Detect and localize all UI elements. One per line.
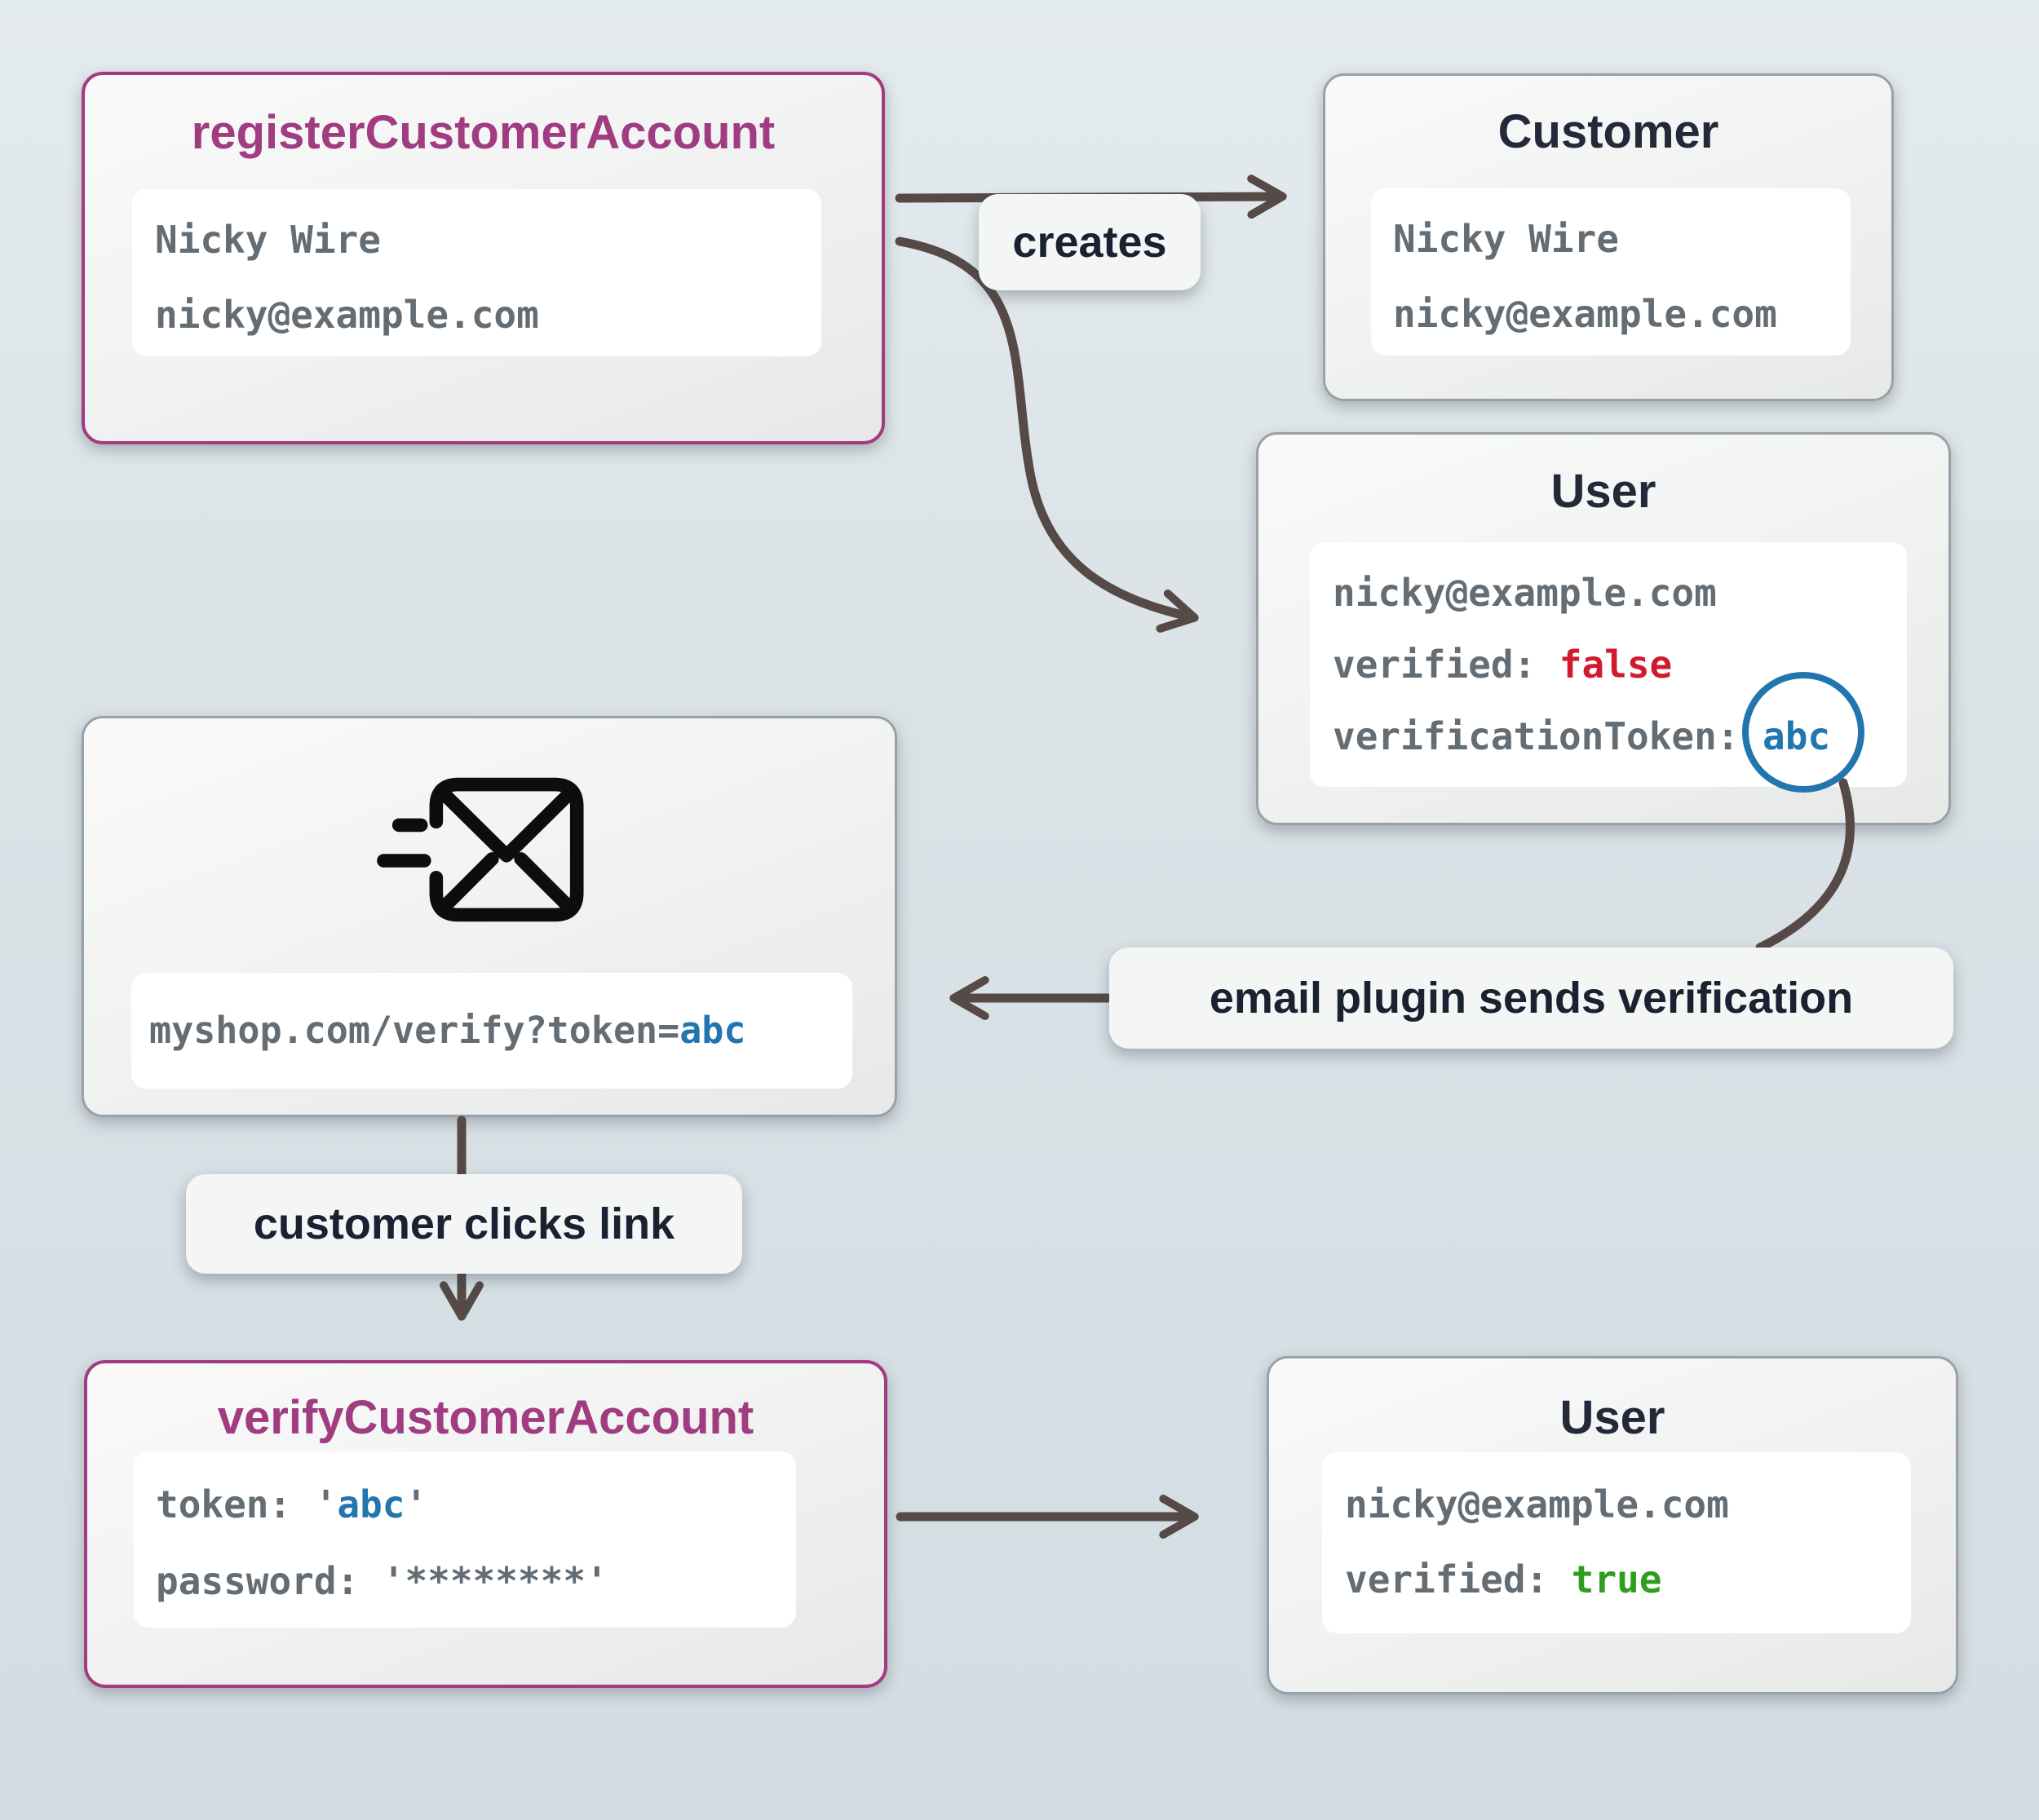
customer-email-value: nicky@example.com (1393, 292, 1777, 336)
register-to-user-arrow (895, 236, 1199, 633)
token-label: token: (156, 1482, 292, 1526)
user-email-value: nicky@example.com (1345, 1482, 1729, 1526)
register-box-payload: Nicky Wire nicky@example.com (132, 189, 821, 356)
verification-url-prefix: myshop.com/verify?token= (149, 1009, 680, 1052)
password-value: '********' (382, 1559, 608, 1603)
customer-name-value: Nicky Wire (1393, 217, 1619, 261)
user-verified-row: verified: true (1345, 1542, 1911, 1617)
customer-clicks-label: customer clicks link (186, 1174, 742, 1274)
verification-token-label: verificationToken: (1333, 714, 1740, 758)
customer-email-value: nicky@example.com (155, 293, 539, 337)
verified-label: verified: (1333, 643, 1537, 687)
user-verified-payload: nicky@example.com verified: true (1322, 1452, 1911, 1633)
customer-entity-box: Customer Nicky Wire nicky@example.com (1323, 73, 1894, 401)
user-box-title: User (1559, 1391, 1665, 1444)
user-verified-row: verified: false (1333, 629, 1907, 700)
user-email-value: nicky@example.com (1333, 571, 1717, 615)
verify-box-payload: token: 'abc' password: '********' (134, 1451, 796, 1628)
customer-box-title: Customer (1497, 105, 1719, 158)
token-quote-open: ' (314, 1482, 338, 1526)
verify-box-title: verifyCustomerAccount (217, 1391, 754, 1444)
verified-value-true: true (1571, 1557, 1662, 1601)
mail-send-icon (377, 777, 584, 922)
verification-link: myshop.com/verify?token=abc (131, 973, 852, 1089)
verified-label: verified: (1345, 1557, 1549, 1601)
register-customer-account-box: registerCustomerAccount Nicky Wire nicky… (82, 72, 885, 444)
password-label: password: (156, 1559, 360, 1603)
token-row: token: 'abc' (156, 1466, 796, 1543)
verified-value-false: false (1559, 643, 1673, 687)
verification-email-box: myshop.com/verify?token=abc (82, 716, 897, 1117)
customer-name-value: Nicky Wire (155, 218, 381, 262)
verification-url-token: abc (679, 1009, 746, 1052)
token-highlight-circle (1742, 672, 1864, 793)
password-row: password: '********' (156, 1543, 796, 1619)
email-plugin-label: email plugin sends verification (1109, 948, 1953, 1049)
register-box-title: registerCustomerAccount (191, 106, 776, 159)
creates-label: creates (979, 194, 1201, 290)
customer-box-payload: Nicky Wire nicky@example.com (1371, 188, 1851, 356)
token-quote-close: ' (405, 1482, 428, 1526)
token-value: abc (337, 1482, 405, 1526)
user-verified-entity-box: User nicky@example.com verified: true (1267, 1356, 1958, 1694)
verify-customer-account-box: verifyCustomerAccount token: 'abc' passwo… (84, 1360, 887, 1688)
user-box-title: User (1550, 465, 1656, 518)
